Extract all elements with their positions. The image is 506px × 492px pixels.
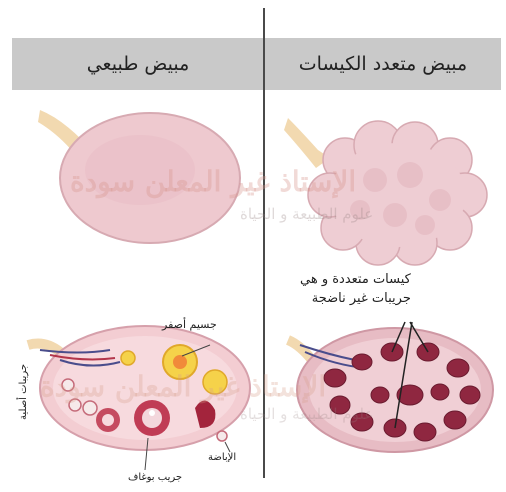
watermark-main-2: الإستاذ غير المعلن سودة [40,370,326,403]
watermark-sub: علوم الطبيعة و الحياة [240,205,373,223]
dominant-follicle-label: جريب بوغاف [128,472,182,483]
pcos-label: كيسات متعددة و هي جريبات غير ناضجة [300,270,411,308]
ovum [217,431,227,441]
pcos-label-line1: كيسات متعددة و هي [300,270,411,289]
ovulation-label: الإباضة [208,452,236,463]
pcos-label-line2: جريبات غير ناضجة [300,289,411,308]
corpus-luteum-label: جسيم أصفر [162,318,217,331]
watermark-main: الإستاذ غير المعلن سودة [70,165,356,198]
primary-follicles-label: جريبات أصلية [18,364,29,420]
watermark-sub-2: علوم الطبيعة و الحياة [240,405,373,423]
